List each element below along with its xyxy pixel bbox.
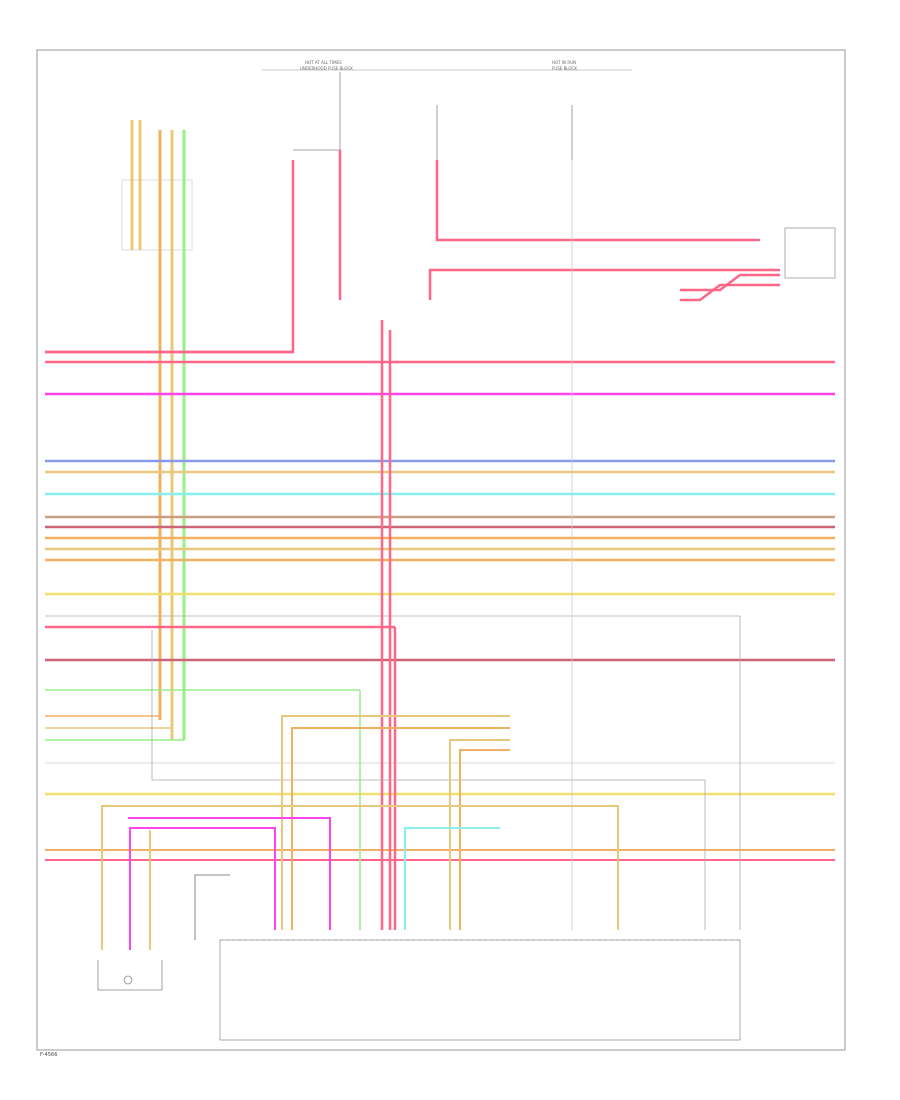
header-right-label: HOT IN RUN xyxy=(552,60,576,65)
central-vertical-wires xyxy=(151,160,741,930)
bottom-left-sensor xyxy=(97,960,163,991)
left-connector-wires xyxy=(121,120,193,740)
horizontal-bus-wires xyxy=(45,350,835,861)
fuse-drops xyxy=(293,72,573,160)
wire-red-left-feed xyxy=(45,160,295,354)
header-right-sub: FUSE BLOCK xyxy=(552,66,577,71)
footer-code: F-4566 xyxy=(40,1052,57,1058)
header-left-label: HOT AT ALL TIMES xyxy=(305,60,342,65)
bottom-module xyxy=(194,874,741,1041)
header-left-sub: UNDERHOOD FUSE BLOCK xyxy=(300,66,353,71)
right-top-harness xyxy=(428,160,836,302)
diagram-border xyxy=(36,49,846,1051)
mid-right-connector xyxy=(101,715,619,950)
